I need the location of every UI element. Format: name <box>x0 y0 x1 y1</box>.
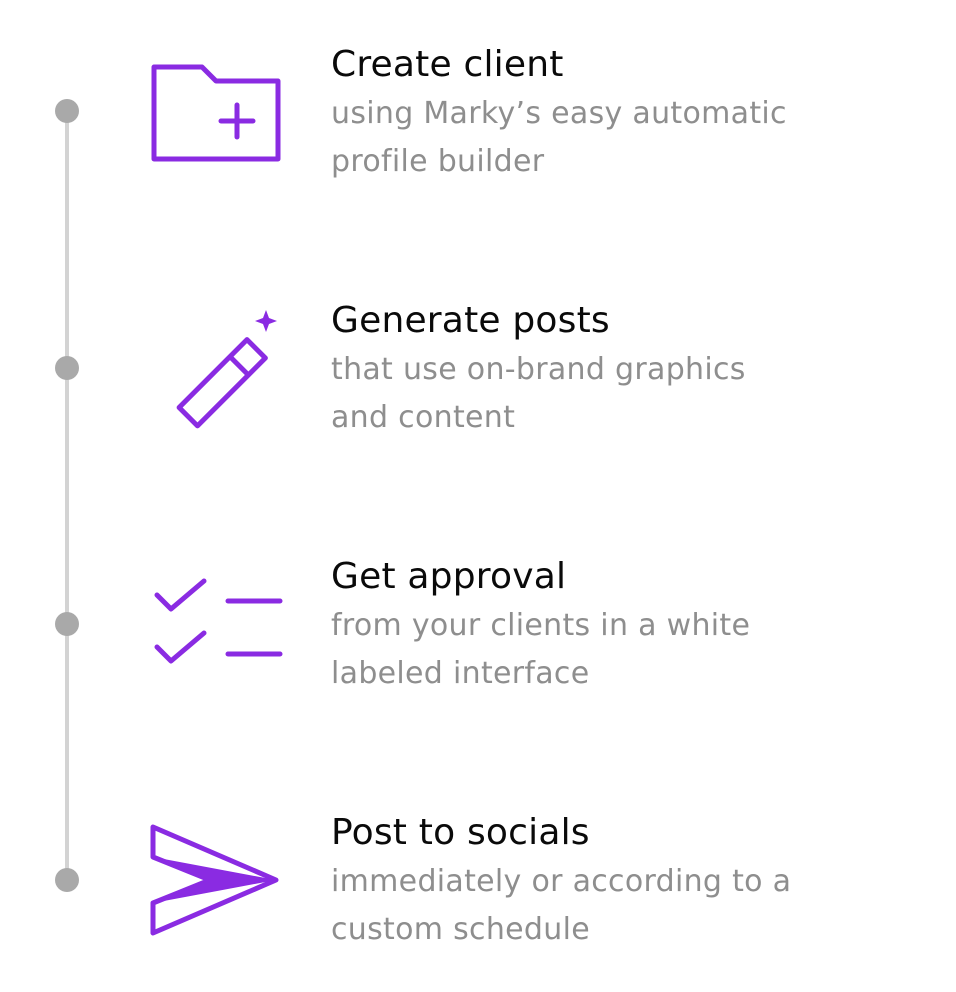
checklist-icon <box>140 557 290 687</box>
step-create-client: Create client using Marky’s easy automat… <box>0 0 956 200</box>
step-title: Get approval <box>331 556 567 597</box>
step-description: immediately or according to a custom sch… <box>331 864 792 947</box>
step-generate-posts: Generate posts that use on-brand graphic… <box>0 256 956 456</box>
timeline-dot <box>55 356 79 380</box>
timeline-line <box>65 111 69 880</box>
step-title: Create client <box>331 44 564 85</box>
step-description: that use on-brand graphics and content <box>331 352 746 435</box>
step-title: Generate posts <box>331 300 610 341</box>
timeline-dot <box>55 99 79 123</box>
magic-wand-icon <box>140 301 290 431</box>
step-get-approval: Get approval from your clients in a whit… <box>0 512 956 712</box>
step-description: from your clients in a white labeled int… <box>331 608 751 691</box>
timeline-dot <box>55 612 79 636</box>
step-title: Post to socials <box>331 812 590 853</box>
step-description: using Marky’s easy automatic profile bui… <box>331 96 787 179</box>
folder-plus-icon <box>140 45 290 175</box>
paper-plane-icon <box>140 813 290 943</box>
step-post-to-socials: Post to socials immediately or according… <box>0 768 956 968</box>
timeline-dot <box>55 868 79 892</box>
